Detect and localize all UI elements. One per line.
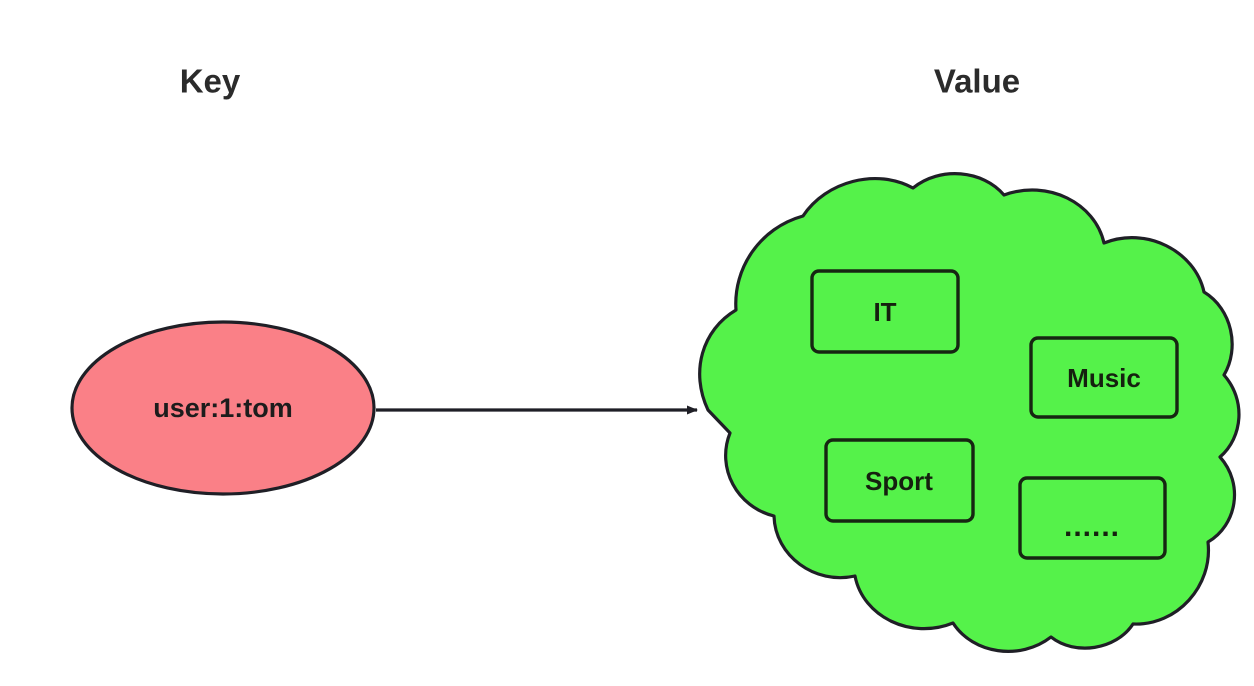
item-label-ellipsis: ......: [1064, 510, 1120, 543]
key-node-ellipse[interactable]: [70, 320, 376, 496]
item-box-ellipsis[interactable]: [1018, 476, 1167, 560]
key-node[interactable]: user:1:tom: [70, 320, 376, 496]
item-box-it[interactable]: [810, 269, 960, 354]
column-heading-value: Value: [934, 63, 1020, 100]
value-cloud[interactable]: IT Music Sport ......: [698, 172, 1241, 653]
item-box-music[interactable]: [1029, 336, 1179, 419]
item-box-sport[interactable]: [824, 438, 975, 523]
item-label-it: IT: [873, 297, 896, 327]
cloud-item[interactable]: Sport: [824, 438, 975, 523]
cloud-item[interactable]: IT: [810, 269, 960, 354]
item-label-sport: Sport: [865, 466, 933, 496]
column-heading-key: Key: [180, 63, 241, 100]
cloud-item[interactable]: ......: [1018, 476, 1167, 560]
item-label-music: Music: [1067, 363, 1141, 393]
cloud-item[interactable]: Music: [1029, 336, 1179, 419]
key-node-label: user:1:tom: [153, 393, 293, 423]
